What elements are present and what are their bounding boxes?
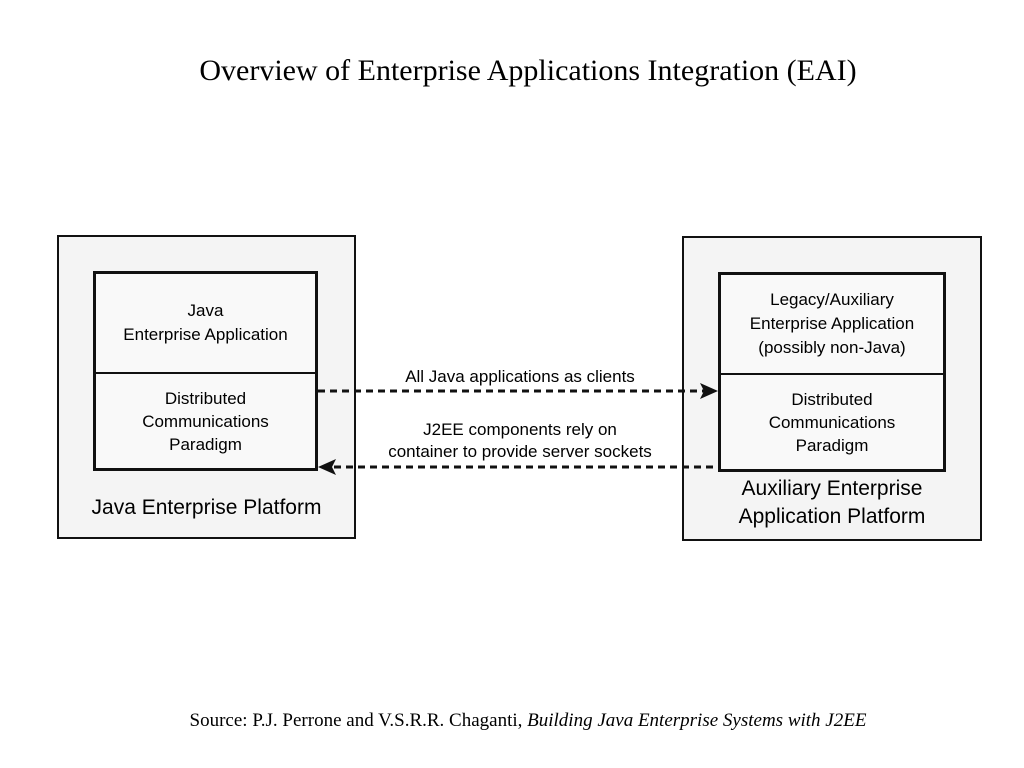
java-enterprise-platform: Java Enterprise Application Distributed … [57, 235, 356, 539]
java-application-line-2: Enterprise Application [123, 325, 288, 344]
left-paradigm-line-3: Paradigm [169, 434, 242, 454]
right-communications-paradigm: Distributed Communications Paradigm [721, 375, 943, 469]
java-application-line-1: Java [187, 301, 224, 320]
legacy-application-line-1: Legacy/Auxiliary [770, 290, 894, 309]
right-paradigm-line-3: Paradigm [795, 435, 869, 455]
java-enterprise-application: Java Enterprise Application [96, 274, 315, 374]
clients-arrow-label: All Java applications as clients [405, 367, 635, 386]
left-communications-paradigm: Distributed Communications Paradigm [96, 374, 315, 468]
java-application-box: Java Enterprise Application Distributed … [93, 271, 318, 471]
sockets-label-line-1: J2EE components rely on [423, 420, 617, 439]
java-platform-label: Java Enterprise Platform [91, 496, 322, 519]
sockets-arrow [318, 459, 716, 475]
clients-arrow-head [700, 383, 718, 399]
legacy-application-line-2: Enterprise Application [749, 314, 915, 333]
auxiliary-platform-label-line-1: Auxiliary Enterprise [741, 477, 923, 500]
sockets-label-line-2: container to provide server sockets [388, 442, 652, 461]
right-paradigm-line-2: Communications [768, 412, 896, 432]
right-paradigm-line-1: Distributed [791, 389, 873, 409]
clients-arrow [318, 383, 718, 399]
auxiliary-platform-label: Auxiliary Enterprise Application Platfor… [684, 475, 980, 531]
auxiliary-platform-label-line-2: Application Platform [738, 505, 926, 528]
legacy-application-box: Legacy/Auxiliary Enterprise Application … [718, 272, 946, 472]
slide-title: Overview of Enterprise Applications Inte… [199, 54, 857, 87]
source-prefix: Source: P.J. Perrone and V.S.R.R. Chagan… [189, 710, 528, 731]
sockets-arrow-head [318, 459, 336, 475]
legacy-enterprise-application: Legacy/Auxiliary Enterprise Application … [721, 275, 943, 375]
left-paradigm-line-2: Communications [142, 411, 269, 431]
left-paradigm-line-1: Distributed [164, 388, 247, 408]
legacy-application-line-3: (possibly non-Java) [758, 338, 906, 357]
sockets-arrow-label: J2EE components rely on container to pro… [360, 419, 680, 463]
auxiliary-enterprise-platform: Legacy/Auxiliary Enterprise Application … [682, 236, 982, 541]
source-citation: Source: P.J. Perrone and V.S.R.R. Chagan… [0, 708, 1024, 734]
source-book-title: Building Java Enterprise Systems with J2… [527, 710, 867, 731]
